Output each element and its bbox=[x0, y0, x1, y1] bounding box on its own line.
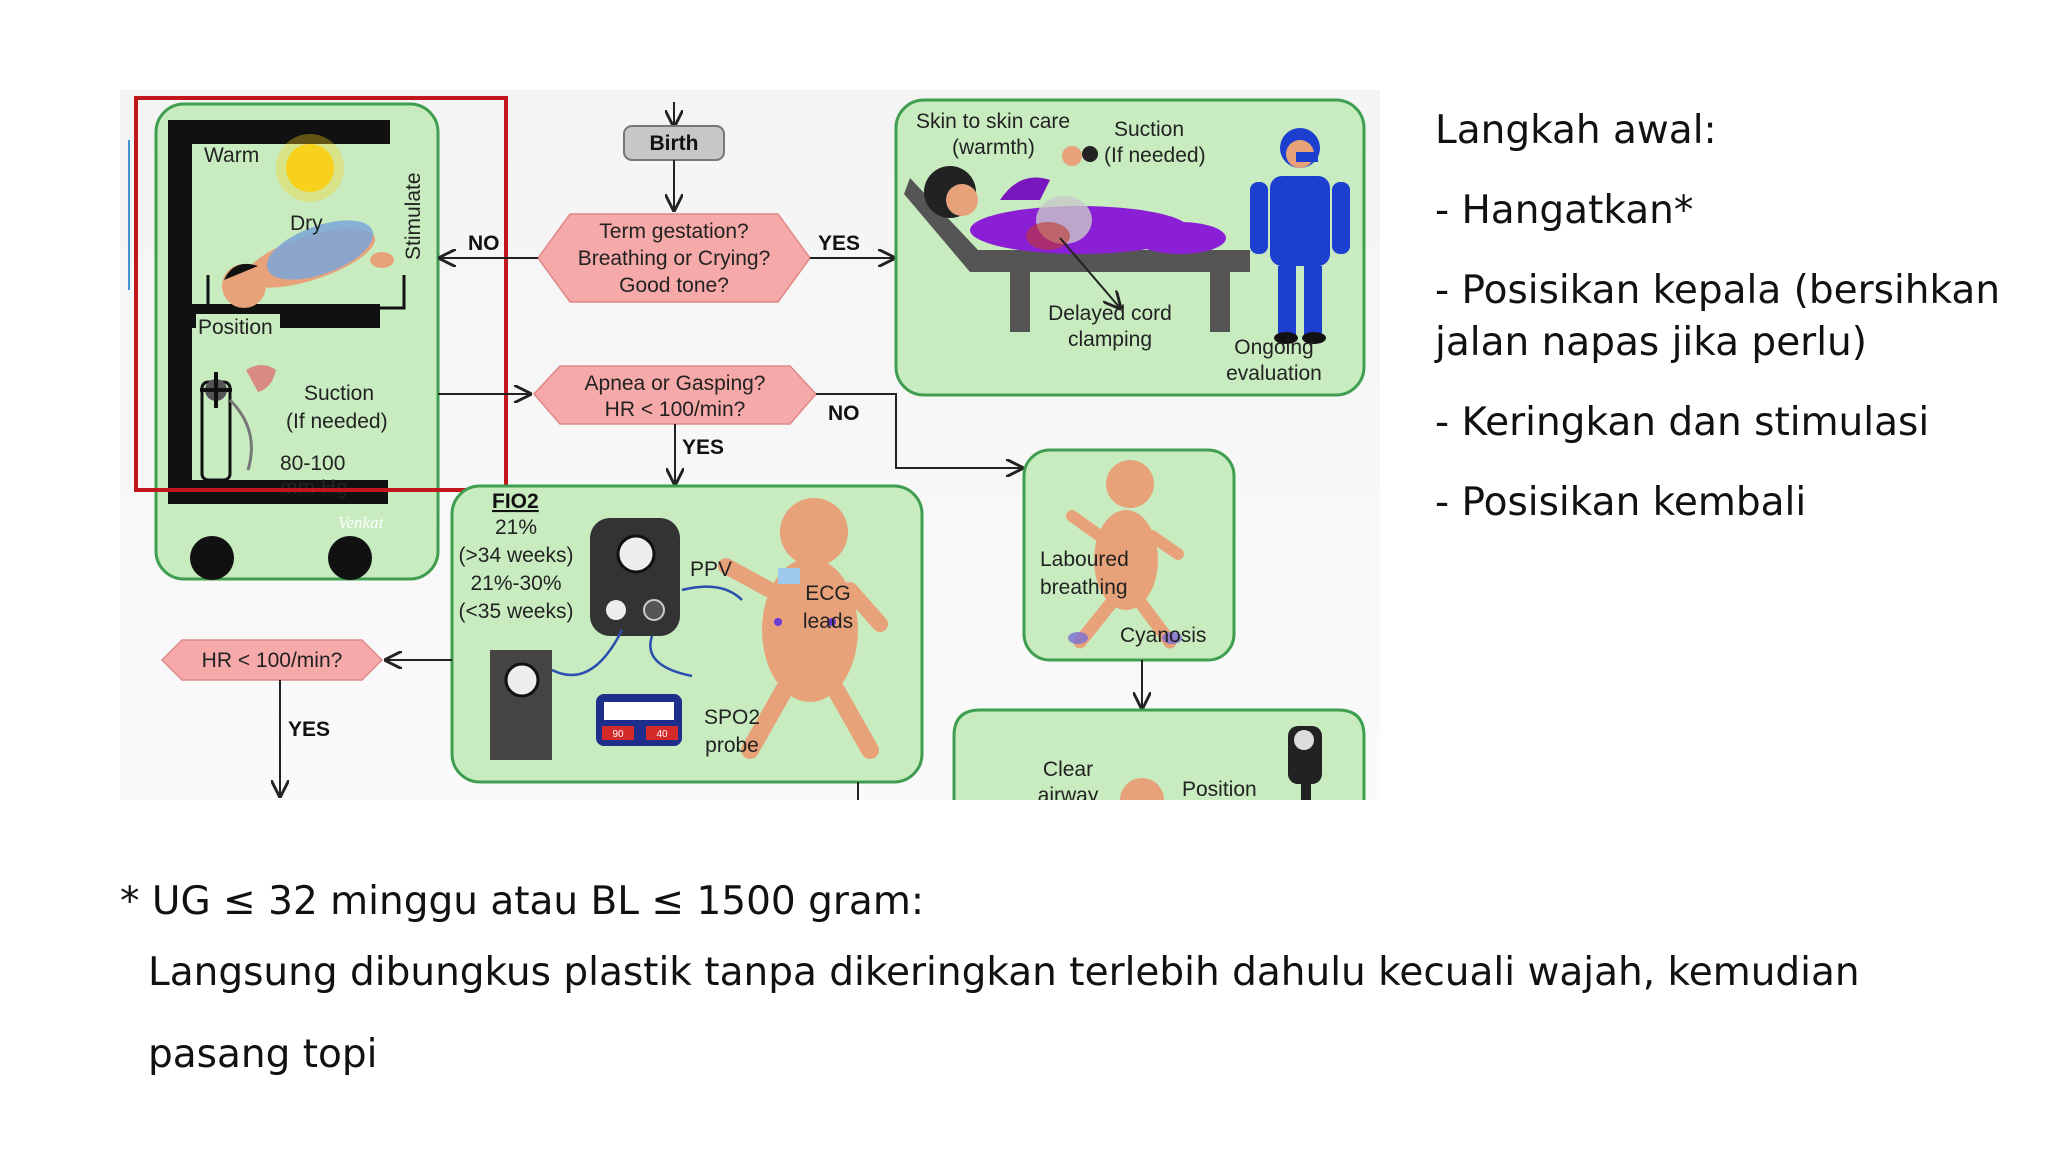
spo2-line-2: probe bbox=[705, 734, 759, 757]
birth-node: Birth bbox=[623, 125, 725, 161]
clear-airway-panel: Clear airway Position bbox=[952, 708, 1366, 800]
delayed-cord-line-1: Delayed cord bbox=[1048, 302, 1172, 325]
spo2-line-1: SPO2 bbox=[704, 706, 760, 729]
ventilator-icon bbox=[590, 518, 680, 636]
distressed-baby-icon bbox=[1066, 460, 1184, 649]
step-item-position-head: - Posisikan kepala (bersihkan jalan napa… bbox=[1435, 268, 2001, 365]
routine-if-needed-label: (If needed) bbox=[1104, 144, 1206, 167]
no-label-1: NO bbox=[468, 232, 500, 255]
dry-label: Dry bbox=[290, 212, 323, 235]
laboured-line-2: breathing bbox=[1040, 576, 1128, 599]
decision-hr: HR < 100/min? bbox=[160, 639, 384, 681]
clear-airway-line-2: airway bbox=[1038, 784, 1099, 800]
decision-term-gestation: Term gestation? Breathing or Crying? Goo… bbox=[537, 213, 811, 303]
bottom-position-label: Position bbox=[1182, 778, 1257, 800]
skin-to-skin-label: Skin to skin care bbox=[916, 110, 1070, 133]
initial-steps-list: Langkah awal: - Hangatkan* - Posisikan k… bbox=[1435, 105, 2035, 557]
decision-term-line-3: Good tone? bbox=[619, 274, 729, 297]
fio2-line-2: (>34 weeks) bbox=[459, 544, 574, 567]
yes-label-3: YES bbox=[288, 718, 330, 741]
resuscitation-flow-diagram: Warm Dry Stimulate Position Suction (If … bbox=[120, 90, 1380, 800]
step-item-dry-stimulate: - Keringkan dan stimulasi bbox=[1435, 400, 1930, 445]
cyanosis-label: Cyanosis bbox=[1120, 624, 1206, 647]
pressure-unit-label: mm Hg bbox=[280, 476, 348, 499]
decision-hr-label: HR < 100/min? bbox=[202, 649, 343, 672]
routine-suction-label: Suction bbox=[1114, 118, 1184, 141]
decision-term-line-2: Breathing or Crying? bbox=[578, 247, 771, 270]
step-item-reposition: - Posisikan kembali bbox=[1435, 480, 1807, 525]
laboured-line-1: Laboured bbox=[1040, 548, 1129, 571]
decision-apnea-line-2: HR < 100/min? bbox=[605, 398, 746, 421]
staff-member-icon bbox=[1250, 128, 1350, 344]
initial-steps-panel: Warm Dry Stimulate Position Suction (If … bbox=[154, 102, 440, 581]
signature-label: Venkat bbox=[338, 513, 385, 532]
baby-icon bbox=[222, 220, 394, 308]
warm-label: Warm bbox=[204, 144, 259, 167]
pulse-oximeter-icon: 90 40 bbox=[596, 694, 682, 746]
sun-icon bbox=[286, 144, 334, 192]
clear-airway-line-1: Clear bbox=[1043, 758, 1093, 781]
blender-icon bbox=[490, 650, 552, 760]
distress-panel: Laboured breathing Cyanosis bbox=[1022, 448, 1236, 662]
routine-care-panel: Skin to skin care (warmth) Suction (If n… bbox=[894, 98, 1366, 397]
ecg-line-1: ECG bbox=[805, 582, 851, 605]
decision-apnea-line-1: Apnea or Gasping? bbox=[585, 372, 766, 395]
monitor-right-value: 40 bbox=[656, 729, 668, 740]
step-item-warm: - Hangatkan* bbox=[1435, 188, 1694, 233]
yes-label-2: YES bbox=[682, 436, 724, 459]
fio2-title: FIO2 bbox=[492, 490, 539, 513]
suction-pump-icon bbox=[1288, 726, 1322, 800]
position-label: Position bbox=[198, 316, 273, 339]
footnote-line-2: Langsung dibungkus plastik tanpa dikerin… bbox=[148, 950, 1860, 995]
footnote: * UG ≤ 32 minggu atau BL ≤ 1500 gram: La… bbox=[120, 872, 1920, 1096]
footnote-line-3: pasang topi bbox=[148, 1032, 378, 1077]
no-label-2: NO bbox=[828, 402, 860, 425]
warmth-label: (warmth) bbox=[952, 136, 1035, 159]
suction-label: Suction bbox=[304, 382, 374, 405]
steps-heading: Langkah awal: bbox=[1435, 108, 1717, 153]
fio2-line-3: 21%-30% bbox=[470, 572, 561, 595]
delayed-cord-line-2: clamping bbox=[1068, 328, 1152, 351]
highlight-frame bbox=[134, 96, 508, 492]
suction-device-icon bbox=[200, 365, 276, 482]
ppv-baby-icon bbox=[718, 498, 888, 759]
ecg-line-2: leads bbox=[803, 610, 853, 633]
monitor-left-value: 90 bbox=[612, 729, 624, 740]
suction-if-needed-label: (If needed) bbox=[286, 410, 388, 433]
ppv-panel: FIO2 21% (>34 weeks) 21%-30% (<35 weeks) bbox=[450, 484, 924, 784]
pressure-value-label: 80-100 bbox=[280, 452, 345, 475]
stimulate-label: Stimulate bbox=[402, 172, 425, 260]
birth-label: Birth bbox=[650, 132, 699, 155]
ongoing-line-2: evaluation bbox=[1226, 362, 1322, 385]
fio2-line-4: (<35 weeks) bbox=[459, 600, 574, 623]
footnote-line-1: * UG ≤ 32 minggu atau BL ≤ 1500 gram: bbox=[120, 879, 924, 924]
ppv-label: PPV bbox=[690, 558, 732, 581]
ongoing-line-1: Ongoing bbox=[1234, 336, 1313, 359]
yes-label-1: YES bbox=[818, 232, 860, 255]
decision-apnea: Apnea or Gasping? HR < 100/min? bbox=[532, 365, 818, 425]
decision-term-line-1: Term gestation? bbox=[599, 220, 748, 243]
fio2-line-1: 21% bbox=[495, 516, 537, 539]
